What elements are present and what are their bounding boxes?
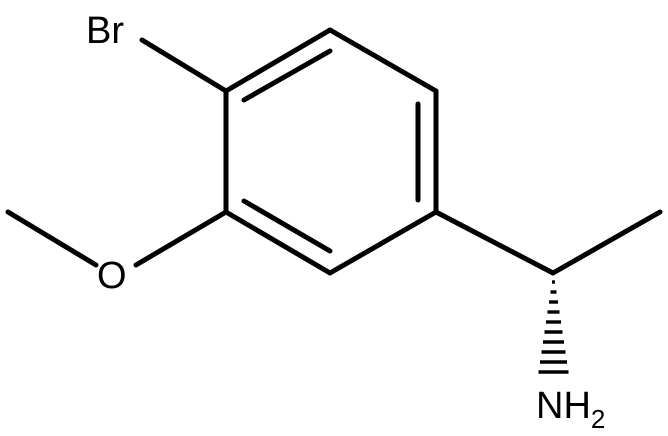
amine-subscript: 2 <box>591 404 605 434</box>
bond-c3-c4 <box>327 209 439 276</box>
double-bond-inner-top <box>241 48 333 103</box>
bond-c3-chiral <box>433 209 556 276</box>
hashed-wedge-bond <box>538 280 569 374</box>
bond-c6-c1 <box>223 27 333 94</box>
atom-label-bromine: Br <box>86 10 124 52</box>
double-bond-inner-bottom <box>241 198 333 254</box>
bond-o-methyl <box>5 209 99 268</box>
atom-label-oxygen: O <box>97 255 127 297</box>
bond-c6-br <box>139 37 229 94</box>
amine-label-text: NH <box>536 385 591 427</box>
bond-c4-c5 <box>223 209 333 276</box>
atom-label-amine: NH2 <box>536 385 605 434</box>
bond-c5-o <box>133 209 229 268</box>
bond-chiral-methyl <box>550 209 663 276</box>
bond-c1-c2 <box>327 27 439 94</box>
